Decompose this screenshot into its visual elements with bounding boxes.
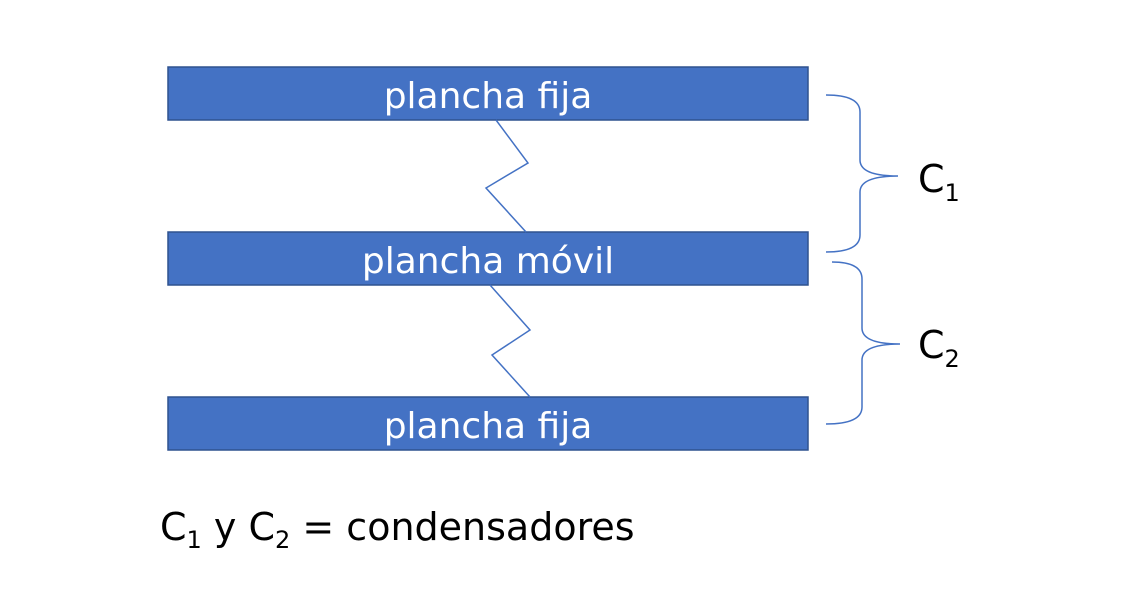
bracket-c1 [825,94,899,253]
plate-fixed-bottom-label: plancha fija [384,406,593,447]
c2-letter: C [918,323,945,367]
formula-c2-sub: 2 [275,526,291,554]
plate-fixed-top-label: plancha fija [384,76,593,117]
formula-connector: y [201,505,249,549]
formula-c2-letter: C [248,505,276,549]
formula-c1-letter: C [160,505,187,549]
formula-c1-sub: 1 [186,526,202,554]
bracket-c2 [825,261,901,425]
spring-connector-upper [484,119,530,233]
capacitor-label-c2: C2 [918,323,960,373]
formula-caption: C1 y C2 = condensadores [160,505,635,552]
spring-connector-lower [489,284,532,398]
plate-movable-label: plancha móvil [362,241,614,282]
capacitor-label-c1: C1 [918,157,960,207]
plate-fixed-bottom [167,396,809,451]
c1-subscript: 1 [945,179,960,207]
plate-fixed-top [167,66,809,121]
c2-subscript: 2 [945,345,960,373]
c1-letter: C [918,157,945,201]
formula-rest: = condensadores [290,505,635,549]
plate-movable [167,231,809,286]
